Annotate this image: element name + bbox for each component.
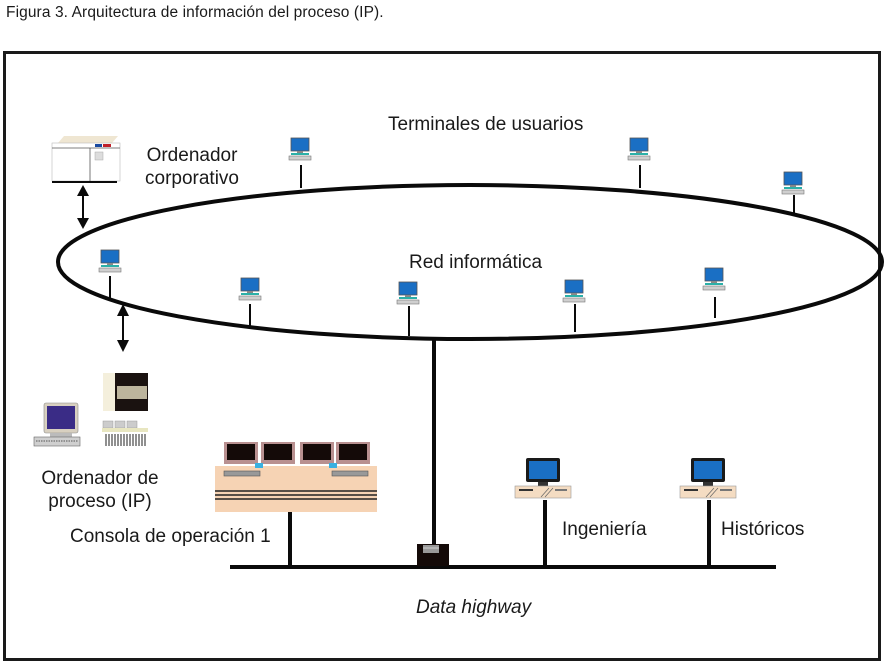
engineering-label: Ingeniería: [562, 519, 647, 540]
process-computer-icon: [33, 373, 148, 447]
user-terminal-icon: [781, 171, 805, 195]
corporate-computer-label-line2: corporativo: [145, 168, 239, 189]
network-terminal-icon: [396, 281, 420, 305]
user-terminals-label: Terminales de usuarios: [388, 114, 584, 135]
network-terminal-icon: [238, 277, 262, 301]
historical-label: Históricos: [721, 519, 805, 540]
network-terminal-icon: [562, 279, 586, 303]
network-label: Red informática: [409, 252, 543, 273]
network-terminal-icon: [98, 249, 122, 273]
gateway-icon: [417, 544, 449, 566]
network-terminal-icon: [702, 267, 726, 291]
terminal-connectors: [109, 165, 795, 336]
network-ring: [56, 183, 884, 341]
corporate-computer-label: Ordenador corporativo: [132, 144, 252, 190]
process-computer-label: Ordenador de proceso (IP): [28, 467, 172, 513]
figure-frame: [3, 51, 881, 661]
operation-console-label: Consola de operación 1: [70, 526, 271, 547]
data-highway-label: Data highway: [416, 597, 532, 618]
historical-workstation-icon: [679, 457, 737, 499]
process-computer-label-line2: proceso (IP): [48, 491, 152, 512]
process-link-arrow: [117, 304, 129, 352]
corporate-link-arrow: [77, 185, 89, 229]
operation-console-icon: [215, 442, 377, 512]
corporate-computer-icon: [51, 136, 121, 183]
user-terminal-icon: [288, 137, 312, 161]
corporate-computer-label-line1: Ordenador: [146, 145, 238, 166]
figure-caption: Figura 3. Arquitectura de información de…: [6, 4, 384, 21]
process-computer-label-line1: Ordenador de: [41, 468, 159, 489]
user-terminal-icon: [627, 137, 651, 161]
engineering-workstation-icon: [514, 457, 572, 499]
